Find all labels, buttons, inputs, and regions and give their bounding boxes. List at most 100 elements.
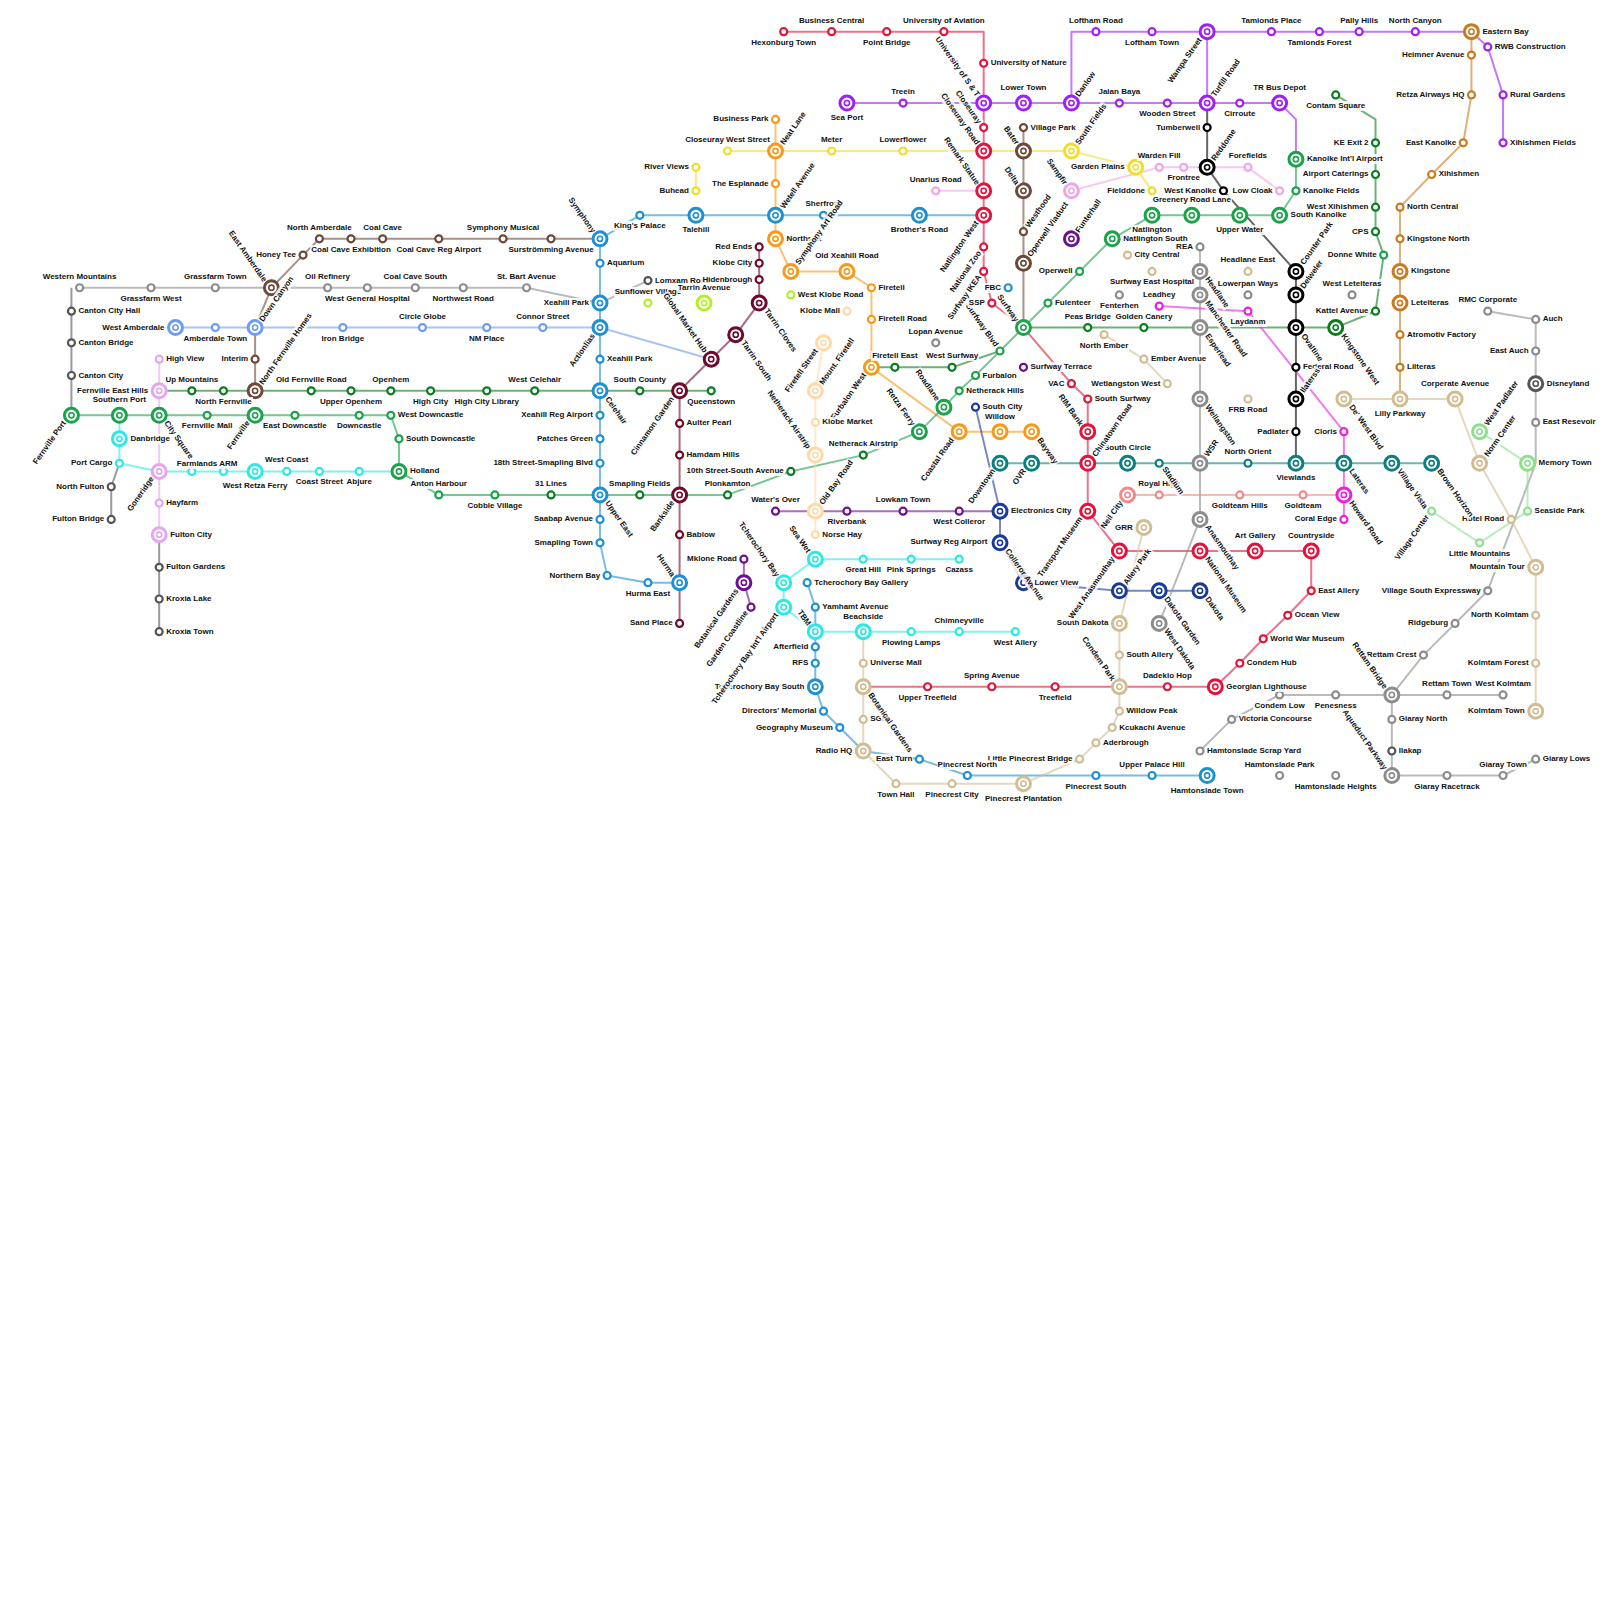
interchange-ring <box>1021 781 1026 786</box>
station-dot <box>932 187 939 194</box>
station-label: Ember Avenue <box>1150 354 1207 364</box>
station-dot <box>1020 228 1027 235</box>
station-label: West Retza Ferry <box>222 481 289 491</box>
station-dot <box>1092 28 1099 35</box>
station-label: Radio HQ <box>815 746 853 756</box>
station-label: Surfway East Hospital <box>1109 277 1195 287</box>
station-label: Danlow <box>1073 69 1099 100</box>
station-dot <box>644 579 651 586</box>
station-dot <box>1529 704 1543 718</box>
station-dot <box>491 491 498 498</box>
station-label: North Central <box>1406 202 1459 212</box>
station-label: Furbalon <box>982 371 1018 381</box>
station-label: Transport Museum <box>1035 514 1085 580</box>
interchange-ring <box>1293 292 1298 297</box>
station-dot <box>156 628 163 635</box>
interchange-ring <box>917 429 922 434</box>
station-label: Kroxia Town <box>165 627 214 637</box>
station-dot <box>156 356 163 363</box>
station-label: Iron Bridge <box>321 334 366 344</box>
station-dot <box>808 680 822 694</box>
station-label: West General Hospital <box>324 294 411 304</box>
station-dot <box>676 452 683 459</box>
interchange-ring <box>1205 165 1210 170</box>
station-dot <box>864 360 878 374</box>
interchange-ring <box>1069 236 1074 241</box>
station-label: Seaside Park <box>1534 506 1586 516</box>
station-dot <box>1484 43 1491 50</box>
station-dot <box>993 536 1007 550</box>
station-dot <box>1276 691 1283 698</box>
station-label: Chimneyville <box>934 616 985 626</box>
interchange-ring <box>253 388 258 393</box>
interchange-ring <box>813 557 818 562</box>
interchange-ring <box>597 300 602 305</box>
station-dot <box>1105 232 1119 246</box>
station-dot <box>523 284 530 291</box>
station-dot <box>977 144 991 158</box>
station-dot <box>1016 96 1030 110</box>
station-dot <box>212 324 219 331</box>
interchange-ring <box>869 365 874 370</box>
interchange-ring <box>997 540 1002 545</box>
station-dot <box>387 412 394 419</box>
station-label: GRR <box>1114 523 1134 533</box>
station-label: Sampfir <box>1043 156 1069 188</box>
station-dot <box>692 187 699 194</box>
interchange-ring <box>677 388 682 393</box>
station-label: West Amberdale <box>101 323 165 333</box>
station-label: East Downcastle <box>262 421 328 431</box>
station-label: 18th Street-Smapling Blvd <box>492 458 594 468</box>
station-label: Netherack Airstrip <box>764 388 813 452</box>
station-dot <box>1236 491 1243 498</box>
interchange-ring <box>1197 292 1202 297</box>
station-dot <box>868 316 875 323</box>
station-dot <box>856 680 870 694</box>
station-dot <box>248 408 262 422</box>
station-label: Hayfarm <box>165 498 199 508</box>
station-dot <box>152 384 166 398</box>
station-dot <box>1156 460 1163 467</box>
station-dot <box>1116 100 1123 107</box>
station-label: Firetell East <box>871 351 918 361</box>
interchange-ring <box>269 285 274 290</box>
station-label: South Dakota <box>1056 618 1110 628</box>
station-dot <box>1304 544 1318 558</box>
route-line <box>871 351 1000 367</box>
station-label: Disneyland <box>1546 379 1591 389</box>
interchange-ring <box>701 300 706 305</box>
station-label: Grassfarm West <box>119 294 182 304</box>
station-dot <box>364 284 371 291</box>
station-label: Art Gallery <box>1234 531 1277 541</box>
station-dot <box>1397 235 1404 242</box>
station-dot <box>956 556 963 563</box>
station-label: West Letelteras <box>1322 279 1383 289</box>
station-dot <box>1064 184 1078 198</box>
station-dot <box>188 387 195 394</box>
station-dot <box>1532 348 1539 355</box>
station-label: SSP <box>968 298 986 308</box>
station-label: East Turn <box>875 754 913 764</box>
station-label: Electronics City <box>1010 506 1072 516</box>
station-label: West Celehair <box>507 375 562 385</box>
interchange-ring <box>1205 773 1210 778</box>
station-dot <box>1532 419 1539 426</box>
station-label: Allery Park <box>1121 546 1154 588</box>
station-label: Little Mountains <box>1448 549 1511 559</box>
station-label: Great Hill <box>844 565 882 575</box>
station-label: Sand Place <box>629 618 674 628</box>
station-dot <box>636 387 643 394</box>
station-dot <box>1016 184 1030 198</box>
station-dot <box>1349 291 1356 298</box>
interchange-ring <box>157 532 162 537</box>
interchange-ring <box>1397 269 1402 274</box>
station-label: Cinnamon Garden <box>629 394 678 458</box>
station-dot <box>108 483 115 490</box>
station-label: Pinecrest City <box>924 790 979 800</box>
station-dot <box>1412 28 1419 35</box>
station-label: North Orient <box>1223 447 1272 457</box>
interchange-ring <box>981 100 986 105</box>
station-dot <box>812 419 819 426</box>
station-label: Tcherochory Bay Gallery <box>813 578 909 588</box>
station-label: Fernville Port <box>31 418 70 467</box>
